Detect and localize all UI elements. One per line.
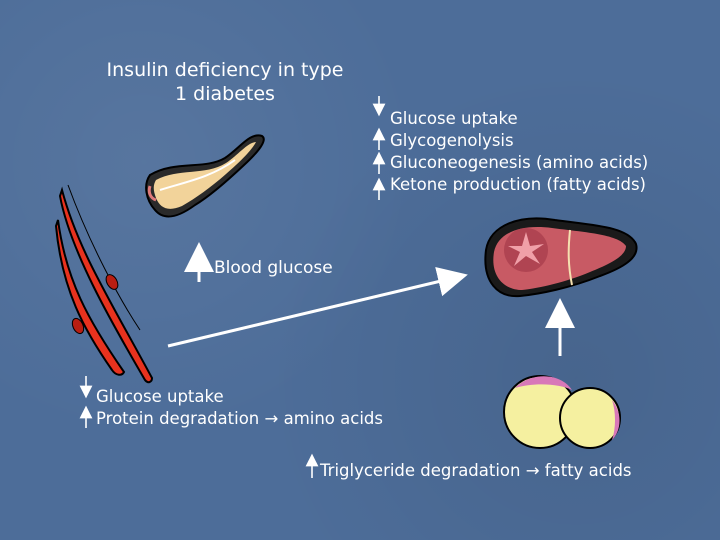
liver-effect-item: Gluconeogenesis (amino acids)	[390, 153, 649, 172]
muscle-cells-illustration	[54, 184, 154, 384]
fat-effect-label: Triglyceride degradation → fatty acids	[320, 461, 632, 480]
blood-to-liver-arrow	[167, 266, 468, 348]
slide-title: Insulin deficiency in type 1 diabetes	[106, 59, 344, 105]
muscle-effect-item: Protein degradation → amino acids	[96, 409, 383, 428]
liver-effect-item: Glycogenolysis	[390, 131, 514, 150]
liver-effect-item: Glucose uptake	[390, 109, 518, 128]
muscle-effect-item: Glucose uptake	[96, 387, 224, 406]
liver-effects-list: Glucose uptake Glycogenolysis Gluconeoge…	[390, 108, 648, 196]
liver-illustration	[484, 217, 638, 298]
liver-effect-item: Ketone production (fatty acids)	[390, 175, 646, 194]
blood-glucose-label: Blood glucose	[214, 258, 333, 278]
fat-cells-illustration	[503, 375, 621, 449]
pancreas-illustration	[145, 134, 265, 218]
muscle-effects-list: Glucose uptake Protein degradation → ami…	[96, 386, 383, 430]
